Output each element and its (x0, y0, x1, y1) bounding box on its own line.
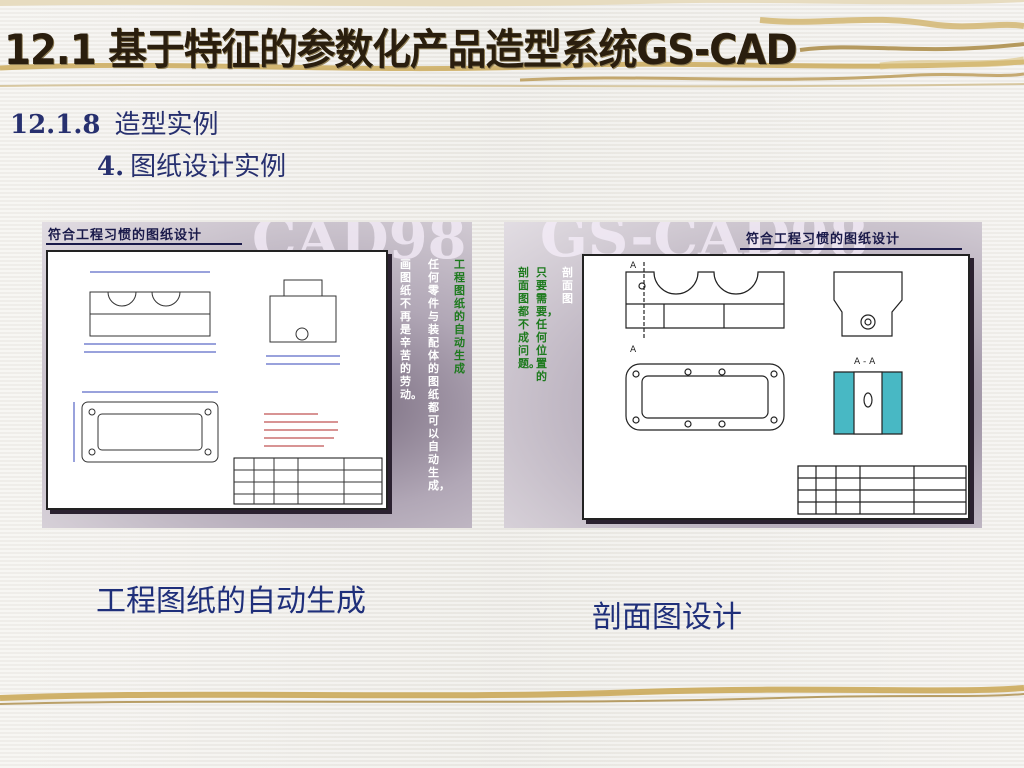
cut-label-top: A (630, 261, 637, 271)
right-drawing-image: GS-CAD98 符合工程习惯的图纸设计 剖面图 只要需要，任何位置的 剖面图都… (504, 222, 982, 528)
gold-brush-stroke-decoration (0, 0, 1024, 88)
title-banner: 12.1 基于特征的参数化产品造型系统GS-CAD (0, 0, 1024, 92)
left-image-caption: 工程图纸的自动生成 (96, 584, 366, 619)
left-drawing-image: CAD98 符合工程习惯的图纸设计 (42, 222, 472, 528)
section-number: 12.1.8 (10, 110, 101, 140)
section-title: 造型实例 (114, 110, 219, 140)
caption-underline (740, 248, 962, 250)
engineering-drawing-sheet (46, 250, 388, 510)
section-view-label: A - A (854, 357, 876, 367)
panel-caption: 符合工程习惯的图纸设计 (48, 228, 203, 243)
cut-label-bottom: A (630, 345, 637, 355)
section-drawing: A A A - A (625, 261, 967, 515)
note-column-1: 剖面图 (562, 266, 573, 305)
note-column-3: 剖面图都不成问题。 (518, 266, 540, 370)
subsection-title: 图纸设计实例 (130, 152, 287, 182)
note-column-3: 工程图纸的自动生成 (454, 258, 465, 375)
note-column-2: 只要需要，任何位置的 (536, 266, 558, 383)
subsection-number: 4. (97, 152, 125, 182)
bottom-gold-stroke (0, 676, 1024, 716)
caption-underline (46, 243, 242, 245)
panel-caption: 符合工程习惯的图纸设计 (746, 232, 901, 247)
note-column-2: 任何零件与装配体的图纸都可以自动生成， (428, 258, 450, 492)
section-heading: 12.1.8 造型实例 (10, 104, 218, 141)
engineering-drawing (73, 271, 383, 505)
slide-title: 12.1 基于特征的参数化产品造型系统GS-CAD (4, 25, 798, 74)
section-drawing-sheet: A A A - A (582, 254, 970, 520)
note-column-1: 画图纸不再是辛苦的劳动。 (400, 258, 422, 401)
right-image-caption: 剖面图设计 (592, 600, 742, 635)
gold-brush-stroke-decoration (0, 685, 1024, 705)
subsection-heading: 4.图纸设计实例 (97, 146, 286, 183)
